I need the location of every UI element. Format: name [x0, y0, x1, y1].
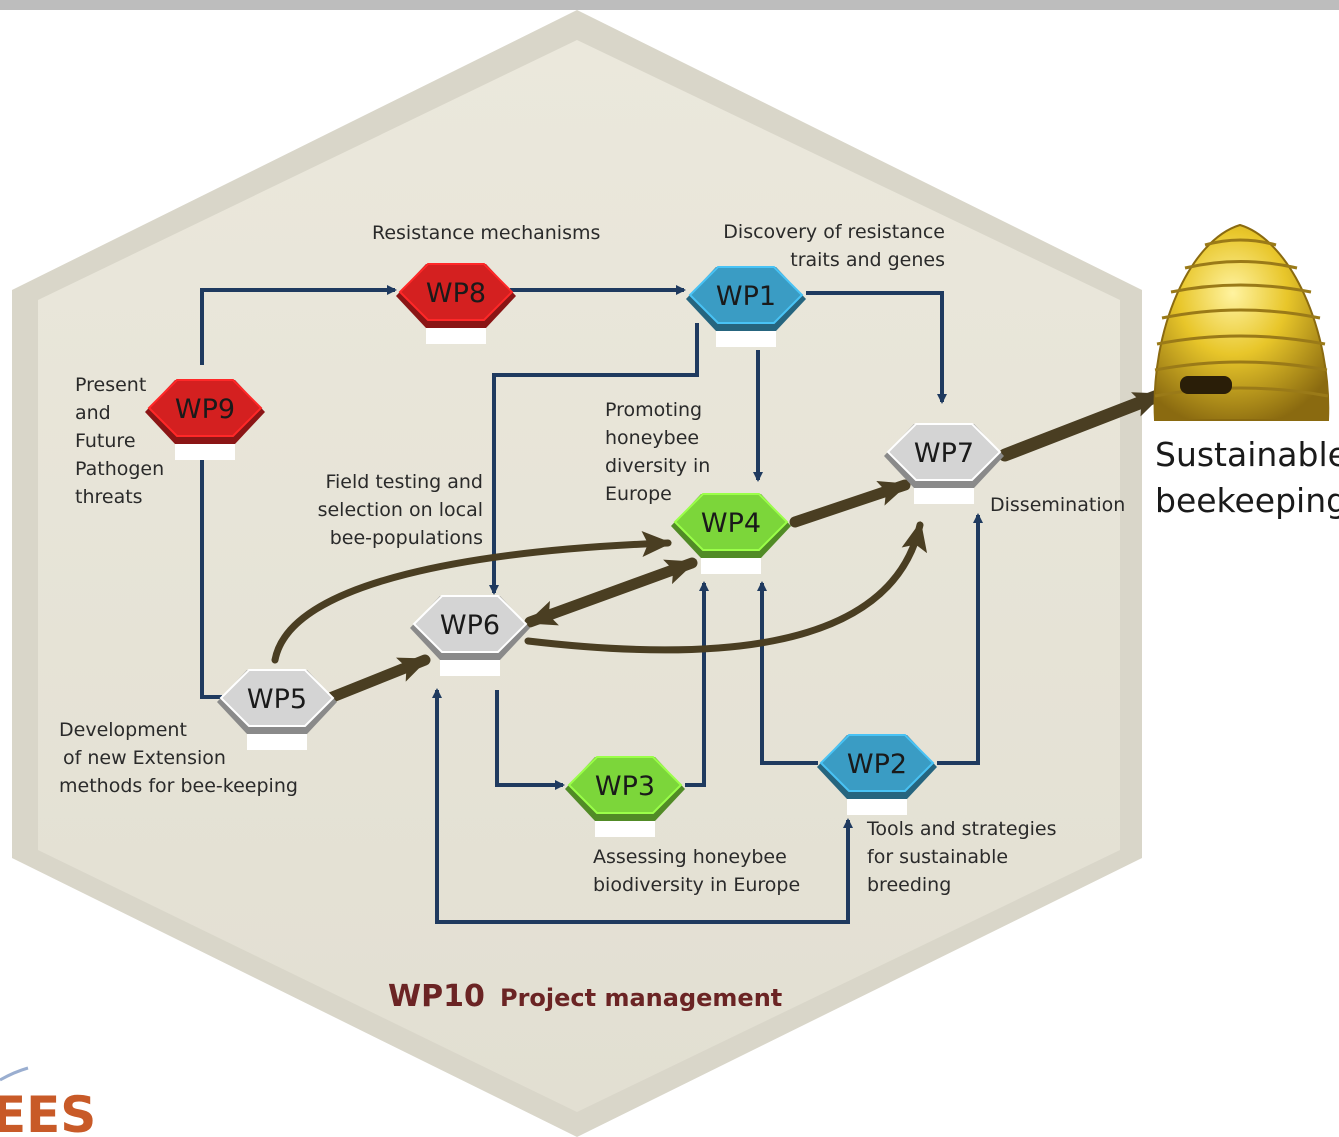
arrow-wp6-wp3 — [495, 690, 565, 790]
node-label-wp2: WP2 — [847, 749, 907, 780]
node-label-wp3: WP3 — [595, 771, 655, 802]
arrow-wp1-wp6 — [489, 323, 699, 595]
label-assessing-2: biodiversity in Europe — [593, 874, 800, 896]
label-discovery-1: Discovery of resistance — [723, 221, 945, 243]
label-promoting-2: honeybee — [605, 427, 699, 449]
node-wp6: WP6 — [410, 595, 530, 676]
node-face — [886, 423, 1002, 481]
descriptions: Resistance mechanisms Discovery of resis… — [59, 221, 1125, 1014]
node-wp7: WP7 — [884, 423, 1004, 504]
arrow-wp5-wp6 — [324, 654, 431, 704]
arrow-wp5-wp4-arc — [271, 530, 672, 664]
label-pathogen-1: Present — [75, 374, 146, 396]
label-field-testing-3: bee-populations — [330, 527, 483, 549]
node-label-wp7: WP7 — [914, 438, 974, 469]
node-face — [412, 595, 528, 653]
node-label-wp5: WP5 — [247, 684, 307, 715]
label-assessing-1: Assessing honeybee — [593, 846, 787, 868]
arrow-wp1-wp7 — [806, 291, 947, 404]
label-extension-1: Development — [59, 719, 187, 741]
label-promoting-3: diversity in — [605, 455, 710, 477]
node-wp4: WP4 — [671, 493, 791, 574]
node-wp3: WP3 — [565, 756, 685, 837]
olive-arrows — [271, 388, 1167, 704]
management-text: Project management — [500, 984, 782, 1012]
label-field-testing-2: selection on local — [318, 499, 483, 521]
arrow-wp2-wp7 — [937, 513, 983, 765]
arrow-wp6-wp7-arc — [524, 521, 928, 654]
node-face — [673, 493, 789, 551]
logo-text: EES — [0, 1086, 96, 1137]
logo: EES — [0, 1066, 96, 1137]
node-wp8: WP8 — [396, 263, 516, 344]
label-pathogen-3: Future — [75, 430, 136, 452]
node-wp1: WP1 — [686, 266, 806, 347]
node-face — [147, 379, 263, 437]
label-promoting-4: Europe — [605, 483, 672, 505]
node-label-wp9: WP9 — [175, 394, 235, 425]
node-face — [219, 669, 335, 727]
node-label-wp4: WP4 — [701, 508, 761, 539]
label-extension-2: of new Extension — [63, 747, 226, 769]
node-face — [398, 263, 514, 321]
top-bar — [0, 0, 1339, 10]
label-promoting-1: Promoting — [605, 399, 702, 421]
label-tools-3: breeding — [867, 874, 951, 896]
label-field-testing-1: Field testing and — [325, 471, 483, 493]
arrow-wp7-hive — [998, 388, 1167, 462]
label-tools-2: for sustainable — [867, 846, 1008, 868]
arrow-wp6-wp4 — [524, 557, 698, 628]
management-wp: WP10 — [388, 979, 485, 1014]
label-pathogen-4: Pathogen — [75, 458, 164, 480]
node-wp2: WP2 — [817, 734, 937, 815]
arrow-wp9-wp8 — [200, 285, 397, 365]
node-face — [567, 756, 683, 814]
node-wp5: WP5 — [217, 669, 337, 750]
arrow-wp4-wp7 — [789, 479, 911, 528]
node-wp9: WP9 — [145, 379, 265, 460]
label-extension-3: methods for bee-keeping — [59, 775, 298, 797]
node-face — [819, 734, 935, 792]
node-label-wp6: WP6 — [440, 610, 500, 641]
label-discovery-2: traits and genes — [790, 249, 945, 271]
label-pathogen-2: and — [75, 402, 111, 424]
background-hexagon — [12, 10, 1142, 1137]
label-resistance-mechanisms: Resistance mechanisms — [372, 222, 600, 244]
outcome-line-2: beekeeping — [1155, 481, 1339, 520]
label-pathogen-5: threats — [75, 486, 143, 508]
node-label-wp8: WP8 — [426, 278, 486, 309]
label-tools-1: Tools and strategies — [866, 818, 1057, 840]
node-face — [688, 266, 804, 324]
label-dissemination: Dissemination — [990, 494, 1125, 516]
node-label-wp1: WP1 — [716, 281, 776, 312]
arrow-wp5-wp9 — [197, 446, 222, 699]
beehive-icon: Sustainable beekeeping — [1153, 223, 1339, 520]
outcome-line-1: Sustainable — [1155, 435, 1339, 474]
